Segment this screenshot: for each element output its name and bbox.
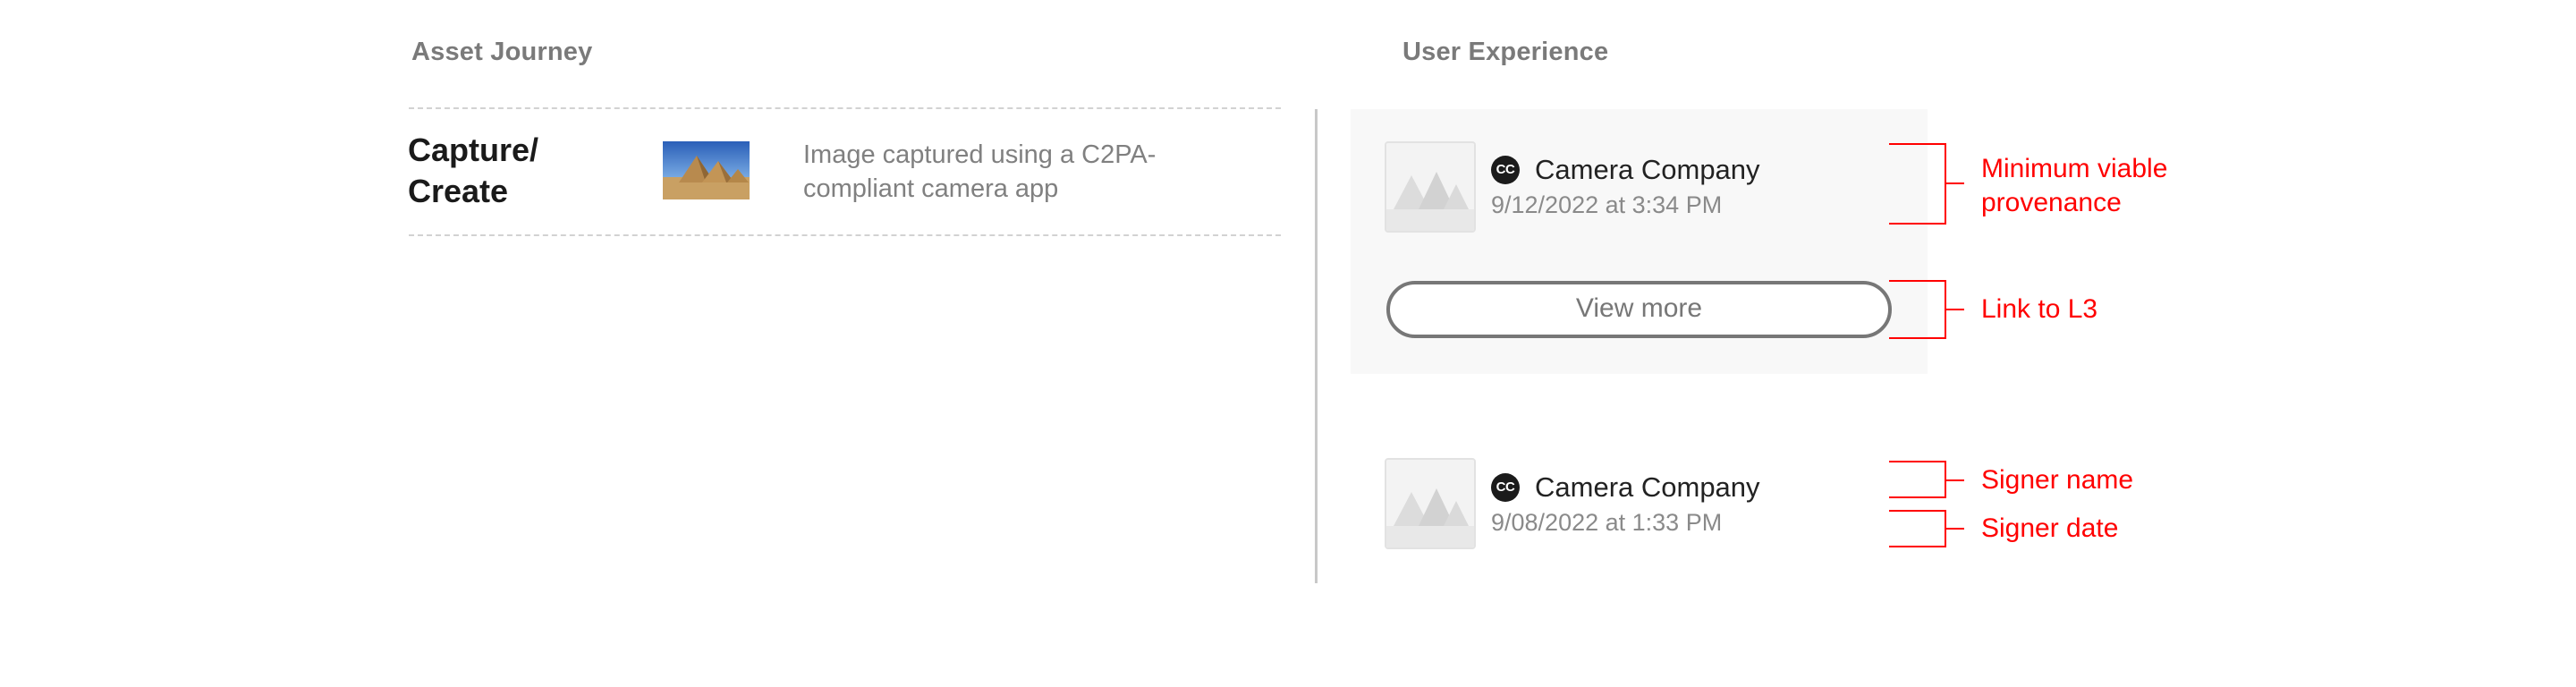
user-experience-title: User Experience [1402, 38, 1609, 66]
annotation-signer-name: Signer name [1981, 465, 2134, 495]
card2-signer-date: 9/08/2022 at 1:33 PM [1491, 509, 1723, 536]
column-divider [1315, 109, 1318, 583]
cc-badge-icon: CC [1491, 156, 1520, 184]
asset-journey-title: Asset Journey [411, 38, 593, 66]
card1-thumbnail [1385, 141, 1476, 233]
view-more-button[interactable]: View more [1386, 281, 1892, 338]
pyramids-thumbnail [663, 141, 750, 199]
card2-signer-name: Camera Company [1535, 471, 1760, 503]
stage-label-line1: Capture/ [408, 131, 539, 168]
bracket-link-l3 [1889, 280, 1946, 339]
stage-label: Capture/ Create [408, 130, 538, 212]
card2-image [1386, 460, 1474, 547]
pyramids-image [663, 141, 750, 199]
card2-thumbnail [1385, 458, 1476, 549]
annotation-signer-date: Signer date [1981, 513, 2119, 543]
row-bottom-divider [409, 234, 1281, 236]
description-line2: compliant camera app [803, 174, 1059, 203]
card1-signer-name: Camera Company [1535, 154, 1760, 185]
capture-description: Image captured using a C2PA- compliant c… [803, 138, 1156, 206]
cc-badge-icon: CC [1491, 473, 1520, 502]
annotation-link-l3: Link to L3 [1981, 294, 2098, 324]
bracket-signer-date [1889, 510, 1946, 547]
card1-image [1386, 143, 1474, 231]
description-line1: Image captured using a C2PA- [803, 140, 1157, 169]
row-top-divider [409, 107, 1281, 109]
annotation-minimum-viable: Minimum viable provenance [1981, 152, 2167, 220]
annotation-minimum-line1: Minimum viable [1981, 154, 2168, 183]
annotation-minimum-line2: provenance [1981, 188, 2122, 217]
card1-signer-date: 9/12/2022 at 3:34 PM [1491, 191, 1723, 218]
bracket-signer-name [1889, 461, 1946, 498]
stage-label-line2: Create [408, 173, 509, 209]
bracket-minimum-viable [1889, 143, 1946, 225]
